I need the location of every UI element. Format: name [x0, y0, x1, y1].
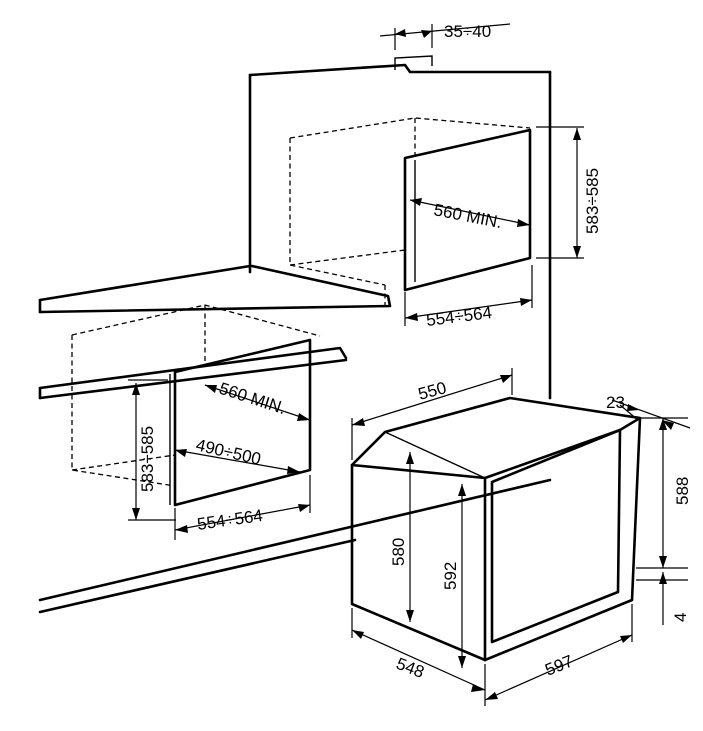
- label-upper-cavity-depth: 560 MIN.: [432, 200, 503, 232]
- tall-cabinet: [248, 55, 552, 400]
- worktop: [38, 264, 392, 314]
- dimension-lines: [128, 23, 691, 706]
- label-lower-cavity-depth-min: 560 MIN.: [217, 379, 288, 418]
- label-top-gap: 35÷40: [444, 22, 491, 41]
- label-oven-front-width: 597: [542, 651, 575, 679]
- dimension-labels: 35÷40 560 MIN. 583÷585 554÷564 583÷585 5…: [138, 22, 692, 682]
- lower-recess: [71, 304, 321, 507]
- label-oven-side-depth: 548: [394, 654, 427, 682]
- label-oven-depth: 550: [416, 378, 448, 404]
- label-oven-body-height: 580: [389, 538, 408, 566]
- label-oven-total-height: 588: [673, 477, 692, 505]
- label-oven-bottom-offset: 4: [671, 613, 690, 622]
- lower-cabinet: [38, 346, 552, 614]
- upper-recess: [289, 117, 532, 306]
- label-upper-cavity-height: 583÷585: [583, 168, 602, 234]
- label-lower-cavity-width: 554÷564: [196, 506, 264, 534]
- label-oven-front-height: 592: [441, 562, 460, 590]
- label-door-thickness: 23: [606, 393, 625, 412]
- oven-body: [350, 396, 642, 662]
- label-upper-cavity-width: 554÷564: [425, 303, 493, 330]
- label-lower-cavity-depth: 490÷500: [194, 435, 263, 468]
- label-lower-cavity-height: 583÷585: [138, 426, 157, 492]
